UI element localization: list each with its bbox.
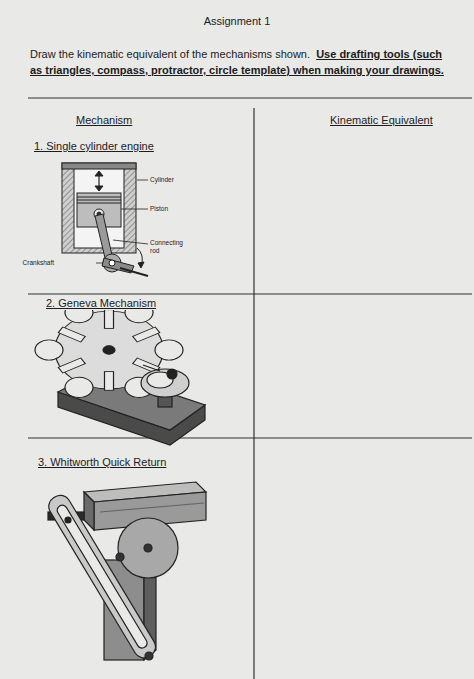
page-title: Assignment 1 bbox=[0, 15, 474, 27]
instruction-text: Draw the kinematic equivalent of the mec… bbox=[30, 48, 310, 60]
callout-label: Connecting rod bbox=[150, 239, 190, 255]
geneva-illustration bbox=[35, 299, 205, 445]
callout-label: Cylinder bbox=[150, 176, 210, 184]
instruction-paragraph: Draw the kinematic equivalent of the mec… bbox=[30, 46, 450, 78]
callout-label: Piston bbox=[150, 205, 210, 213]
whitworth-illustration bbox=[45, 482, 206, 662]
item-heading: 1. Single cylinder engine bbox=[34, 140, 234, 153]
table-rules bbox=[28, 98, 472, 679]
callout-label: Crankshaft bbox=[14, 259, 54, 267]
item-heading: 2. Geneva Mechanism bbox=[44, 297, 158, 310]
column-heading: Kinematic Equivalent bbox=[330, 114, 470, 127]
column-heading: Mechanism bbox=[76, 114, 186, 127]
engine-illustration bbox=[62, 163, 148, 276]
item-heading: 3. Whitworth Quick Return bbox=[38, 456, 248, 469]
